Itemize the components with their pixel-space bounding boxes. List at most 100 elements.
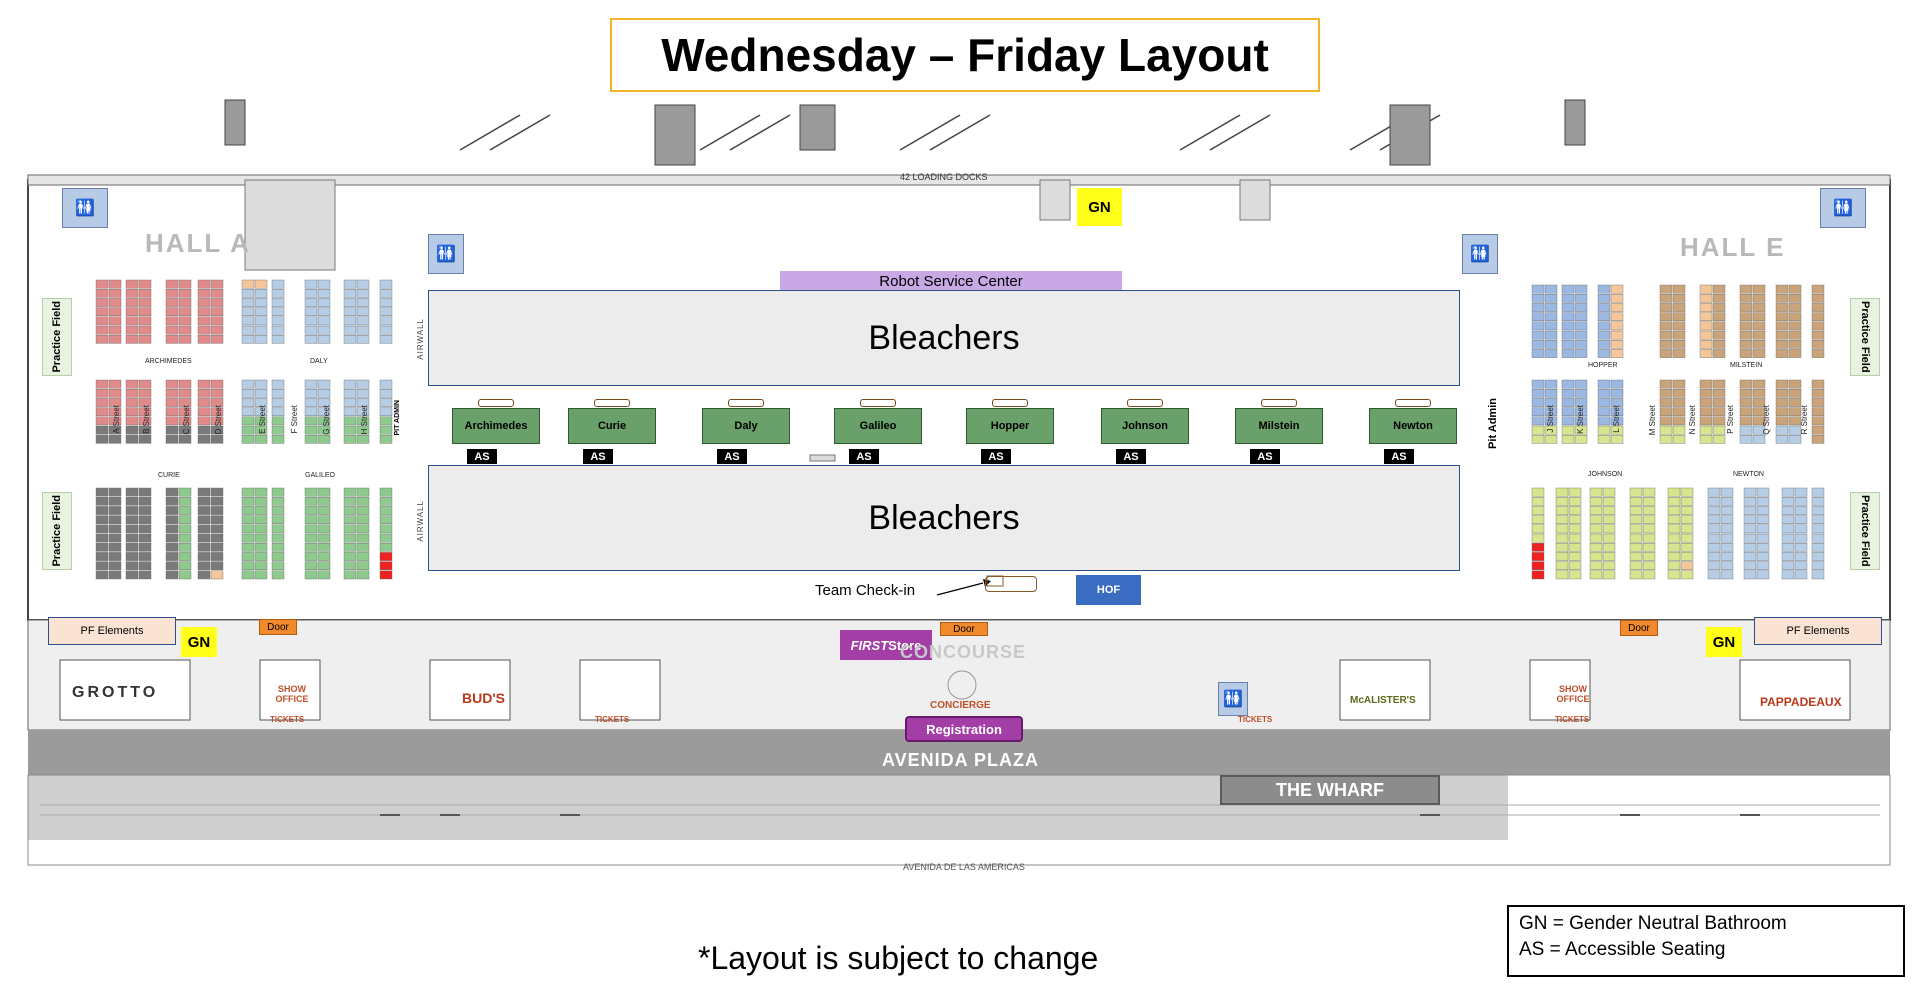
pit-booth [138,543,152,552]
field-curie: Curie [568,408,656,444]
legend-as: AS = Accessible Seating [1519,939,1726,960]
pit-booth [138,325,152,335]
pit-booth [379,487,393,497]
pit-booth [343,379,357,389]
pit-booth [1712,340,1726,349]
pit-booth [1756,570,1770,580]
pit-booth [1788,379,1802,389]
pit-booth [1574,321,1588,331]
pit-booth [125,435,139,444]
pit-booth [138,487,152,497]
pit-booth [317,506,331,515]
pit-booth [1756,561,1770,570]
pit-booth [254,379,268,389]
pit-booth [1531,533,1545,543]
hall-a-label: HALL A [145,228,251,258]
pit-booth [304,543,318,552]
pit-booth [125,279,139,289]
pit-booth [1659,321,1673,331]
pit-booth [197,435,211,444]
pit-booth [1568,524,1582,534]
pit-booth [271,497,285,506]
pit-booth [210,487,224,497]
pit-booth [125,398,139,407]
pit-booth [1531,284,1545,294]
pit-booth [125,389,139,398]
pit-booth [254,316,268,326]
pit-booth [1610,379,1624,389]
pit-booth [1811,407,1825,417]
pit-booth [1680,533,1694,543]
hof-booth: HOF [1076,575,1141,605]
pit-booth [241,561,255,570]
pit-booth [1811,340,1825,349]
pit-booth [1574,284,1588,294]
door: Door [940,622,988,636]
pit-booth [1707,515,1721,524]
pit-booth [379,506,393,515]
pit-booth [1756,524,1770,534]
pit-booth [95,335,109,344]
pit-booth [1672,416,1686,426]
pit-booth [304,515,318,524]
pit-booth [1597,330,1611,340]
pit-booth [1712,416,1726,426]
pit-booth [125,543,139,552]
pit-booth [1699,407,1713,417]
pit-booth [95,398,109,407]
pit-booth [1531,515,1545,524]
pit-booth [1589,552,1603,561]
pit-booth [1561,379,1575,389]
pit-booth [379,307,393,317]
pit-booth [317,325,331,335]
pit-booth [317,515,331,524]
pit-booth [254,389,268,398]
pit-booth [1568,552,1582,561]
pit-booth [178,307,192,317]
pit-booth [108,416,122,426]
pit-booth [1667,487,1681,497]
pit-booth [1667,506,1681,515]
pit-booth [1555,487,1569,497]
pit-booth [138,407,152,417]
pit-booth [1739,389,1753,398]
pit-booth [241,506,255,515]
pit-booth [1707,570,1721,580]
pit-booth [1667,561,1681,570]
pit-booth [271,316,285,326]
pf-elements-left: PF Elements [48,617,176,645]
pit-booth [1659,435,1673,444]
pit-booth [1743,533,1757,543]
pit-booth [1712,398,1726,407]
pit-booth [1597,303,1611,312]
pit-booth [1811,487,1825,497]
street-label: E Street [258,405,267,434]
pit-booth [1739,312,1753,322]
pit-booth [343,543,357,552]
pit-booth [1720,524,1734,534]
pit-booth [125,497,139,506]
pit-booth [1629,497,1643,506]
pit-booth [210,497,224,506]
pit-booth [95,325,109,335]
pit-booth [1752,425,1766,435]
pit-booth [1531,416,1545,426]
pit-booth [1788,416,1802,426]
pit-booth [1707,543,1721,552]
pit-booth [1707,497,1721,506]
pit-booth [356,389,370,398]
pit-booth [241,289,255,298]
pit-booth [1811,435,1825,444]
pit-booth [125,515,139,524]
pit-booth [1544,330,1558,340]
pit-booth [356,552,370,561]
pit-booth [1544,389,1558,398]
pit-booth [254,497,268,506]
pit-label-archimedes: ARCHIMEDES [145,358,192,365]
pit-booth [95,497,109,506]
street-label: R Street [1800,405,1809,435]
pit-booth [95,506,109,515]
pit-booth [1672,435,1686,444]
pit-booth [1659,294,1673,303]
pit-booth [1561,284,1575,294]
